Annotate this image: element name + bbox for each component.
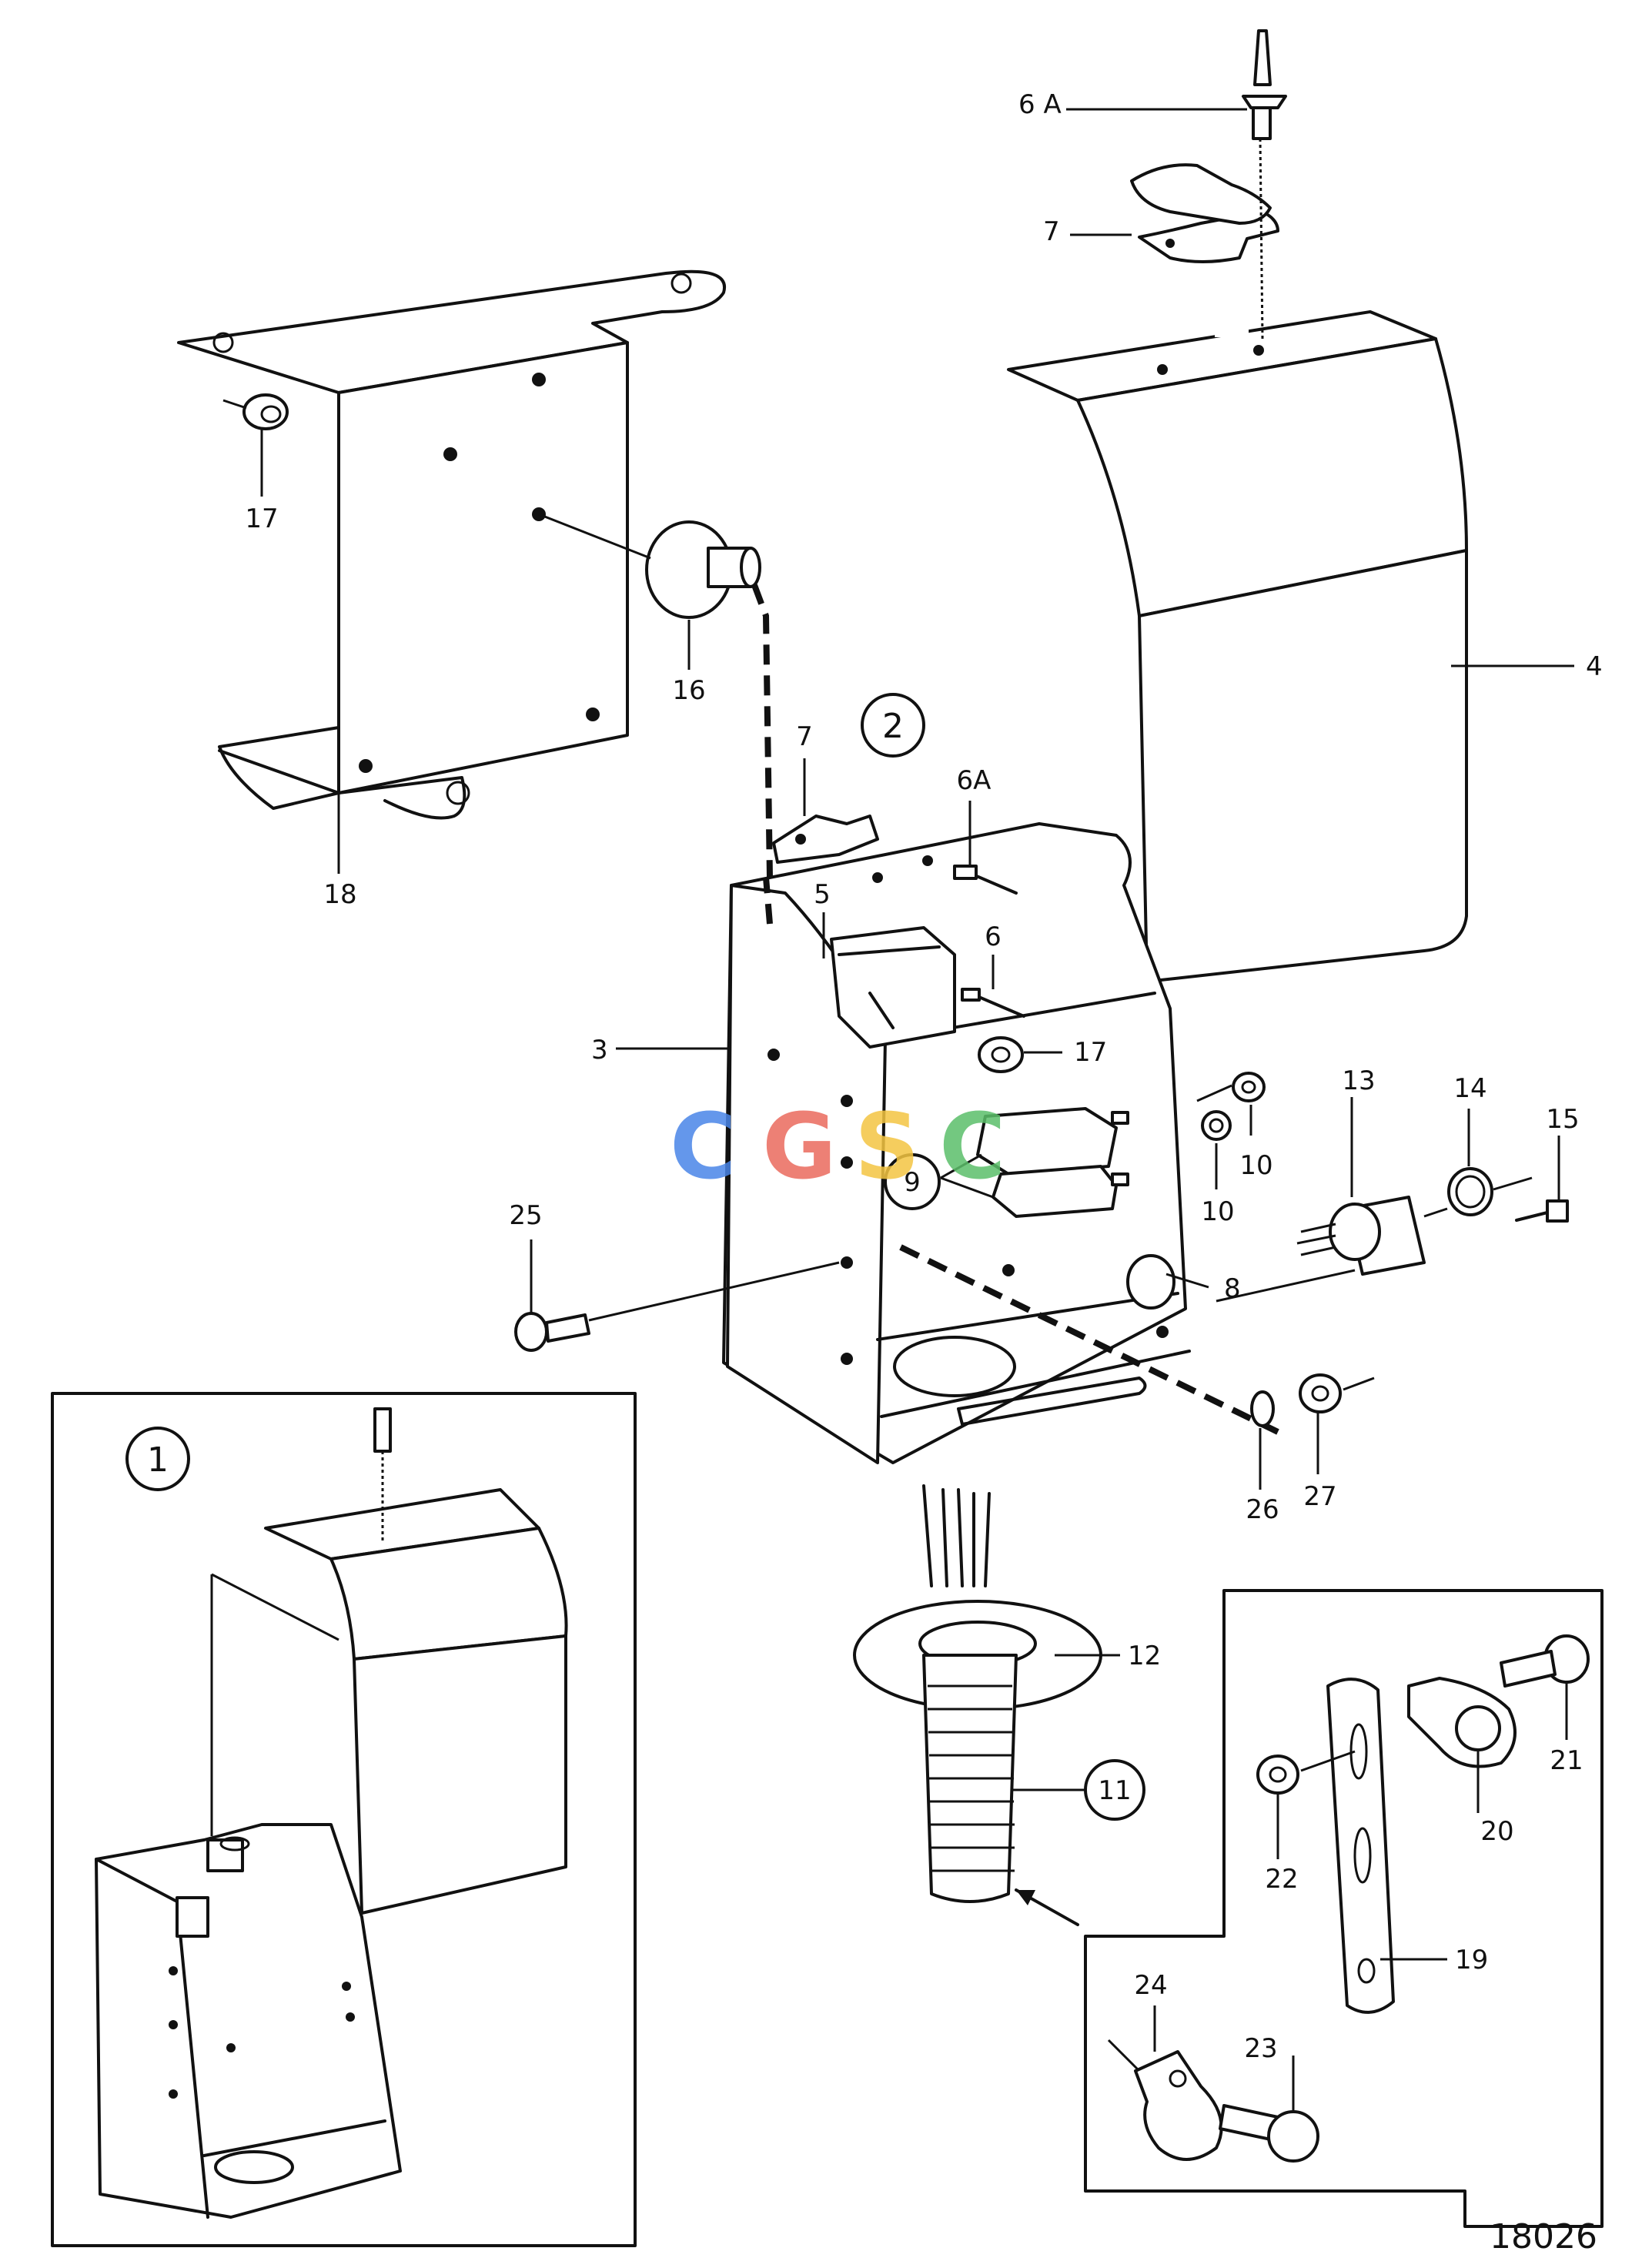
pin-6a-mid [953,865,1018,895]
inset-box-assembled [51,1392,637,2247]
watermark-letter-1: C [670,1093,737,1199]
latch-7-mid [772,815,879,864]
label-4: 4 [1586,651,1603,682]
mounting-bracket-18 [177,269,727,820]
watermark: C G S C [670,1093,1006,1199]
watermark-letter-2: G [762,1093,837,1199]
label-6a-mid: 6A [957,765,992,796]
label-14: 14 [1453,1073,1486,1104]
screw-15 [1515,1199,1569,1223]
label-3: 3 [591,1035,608,1065]
label-17-bracket: 17 [245,503,278,534]
label-27: 27 [1303,1481,1336,1512]
label-23: 23 [1244,2033,1277,2064]
cover-plate-4 [1007,310,1468,983]
callout-9: 9 [884,1153,941,1210]
screw-25 [514,1261,840,1352]
grommet-17 [222,393,289,430]
figure-number: 18026 [1490,2217,1597,2256]
watermark-letter-4: C [939,1093,1006,1199]
leader-lines [260,108,1574,2111]
callout-1: 1 [125,1427,190,1491]
part-labels: 6 A 7 4 17 16 18 7 6A 5 6 17 3 10 10 13 … [245,89,1602,2064]
label-7-top: 7 [1043,216,1060,247]
label-16: 16 [672,675,705,706]
label-5: 5 [814,879,831,910]
label-19: 19 [1455,1945,1488,1975]
label-8: 8 [1224,1273,1241,1304]
watermark-letter-3: S [854,1093,920,1199]
label-12: 12 [1128,1641,1161,1671]
label-20: 20 [1480,1816,1513,1847]
detail-box-clamp [1084,1589,1604,2228]
capacitor-16 [538,513,761,619]
svg-text:11: 11 [1098,1775,1131,1806]
connector-13 [1296,1196,1426,1276]
nut-10-lower [1201,1110,1232,1141]
callout-2: 2 [861,693,925,758]
nut-17 [978,1036,1024,1073]
label-10-upper: 10 [1239,1150,1272,1181]
relay-5 [830,926,956,1049]
label-18: 18 [323,879,356,910]
svg-text:2: 2 [882,707,904,746]
label-21: 21 [1550,1745,1583,1776]
label-22: 22 [1265,1864,1298,1895]
label-13: 13 [1342,1065,1375,1096]
label-6a-top: 6 A [1018,89,1062,120]
label-10-lower: 10 [1201,1196,1234,1227]
latch-7-top [1130,163,1279,263]
nut-10-upper [1232,1072,1266,1102]
svg-text:1: 1 [147,1440,169,1480]
label-24: 24 [1134,1970,1167,2001]
svg-text:9: 9 [904,1167,921,1198]
label-26: 26 [1246,1494,1279,1525]
pin-6a-top [1242,29,1287,340]
label-7-mid: 7 [796,721,813,752]
label-25: 25 [509,1200,542,1231]
nut-27 [1299,1373,1342,1413]
ring-14 [1447,1167,1493,1216]
pin-6 [961,988,1025,1018]
cable-harness [853,1484,1102,1903]
label-15: 15 [1546,1104,1579,1135]
washer-26 [1250,1390,1275,1427]
label-17-housing: 17 [1074,1037,1107,1068]
label-6: 6 [985,922,1002,952]
relay-9 [976,1107,1129,1218]
callout-11: 11 [1084,1759,1145,1821]
